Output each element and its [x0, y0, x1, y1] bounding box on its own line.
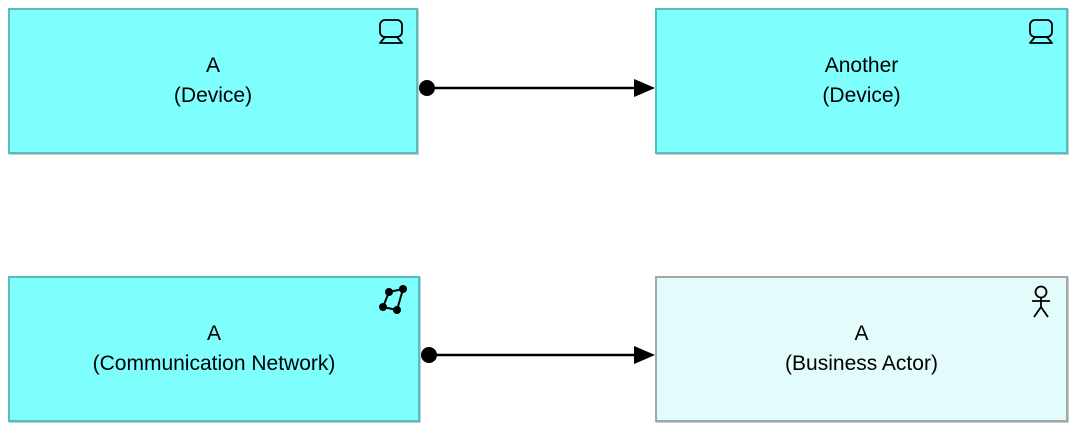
business-actor-icon: [1026, 285, 1056, 319]
communication-network-icon: [378, 285, 408, 319]
node-name: Another: [824, 54, 899, 77]
node-type-label: (Device): [822, 84, 901, 107]
assignment-arrowhead: [634, 79, 655, 97]
node-device-another[interactable]: Another (Device): [655, 8, 1068, 154]
device-icon: [1026, 17, 1056, 51]
assignment-relationship-network-actor[interactable]: [410, 335, 658, 375]
node-name: A: [206, 322, 221, 345]
node-communication-network-a[interactable]: A (Communication Network): [8, 276, 420, 422]
assignment-relationship-devices[interactable]: [410, 68, 658, 108]
node-type-label: (Communication Network): [92, 352, 336, 375]
node-device-a[interactable]: A (Device): [8, 8, 418, 154]
device-icon: [376, 17, 406, 51]
node-name: A: [854, 322, 869, 345]
node-type-label: (Business Actor): [785, 352, 938, 375]
node-type-label: (Device): [173, 84, 253, 107]
assignment-arrowhead: [634, 346, 655, 364]
node-name: A: [205, 54, 220, 77]
node-business-actor-a[interactable]: A (Business Actor): [655, 276, 1068, 422]
